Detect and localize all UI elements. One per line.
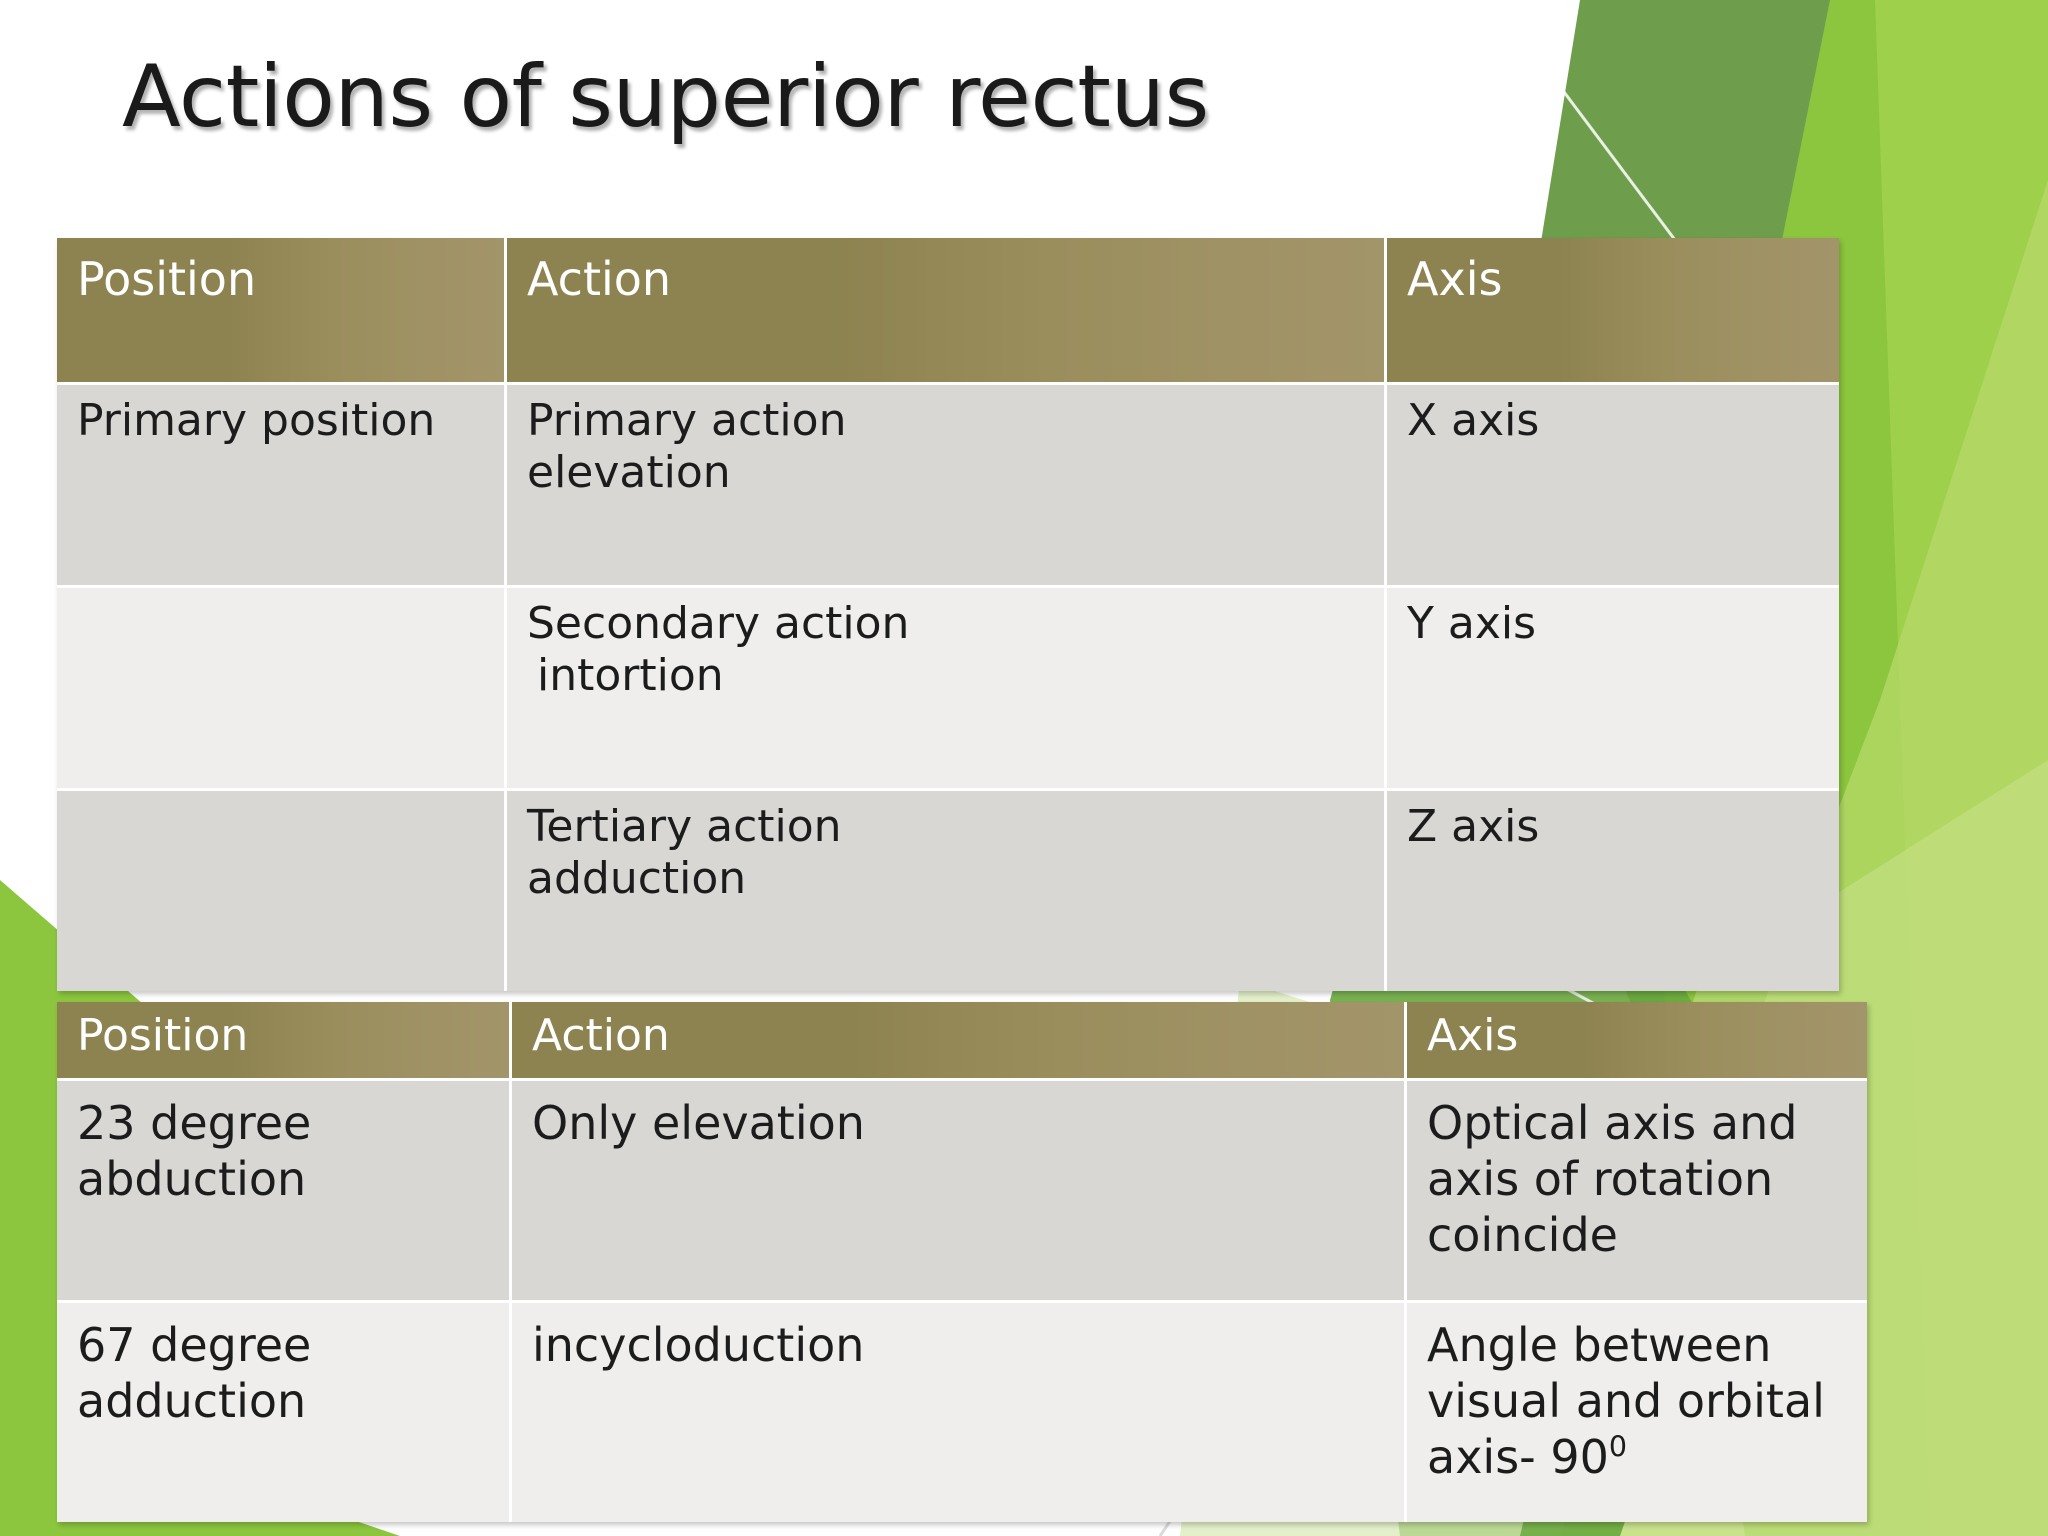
table2-axis-1-line3: coincide: [1427, 1208, 1618, 1263]
page-title: Actions of superior rectus: [122, 47, 1209, 147]
table1-action-1-line2: elevation: [527, 446, 731, 498]
table1-action-2-line1: Secondary action: [527, 598, 910, 649]
table2-position-1-line1: 23 degree: [77, 1096, 312, 1150]
table2-header-action: Action: [512, 1002, 1407, 1081]
table1-cell-action-1: Primary action elevation: [507, 385, 1387, 588]
table2-header-row: Position Action Axis: [57, 1002, 1867, 1081]
table2-header-axis: Axis: [1407, 1002, 1867, 1081]
table1-action-3-line2: adduction: [527, 852, 747, 904]
table-row: Tertiary action adduction Z axis: [57, 791, 1839, 991]
table2-cell-axis-1: Optical axis and axis of rotation coinci…: [1407, 1081, 1867, 1303]
table2-axis-1-line1: Optical axis and: [1427, 1096, 1798, 1150]
deco-hairline-top: [1493, 0, 1692, 261]
table1-cell-axis-3: Z axis: [1387, 791, 1839, 991]
table1-cell-position-3: [57, 791, 507, 991]
table1-cell-axis-2: Y axis: [1387, 588, 1839, 791]
table2-position-1-line2: abduction: [77, 1152, 307, 1207]
table1-header-row: Position Action Axis: [57, 238, 1839, 385]
table2-axis-1-line2: axis of rotation: [1427, 1152, 1774, 1207]
table2-axis-2-line1: Angle between: [1427, 1318, 1772, 1372]
table2-cell-action-1: Only elevation: [512, 1081, 1407, 1303]
table-row: 67 degree adduction incycloduction Angle…: [57, 1303, 1867, 1522]
table1-header-position: Position: [57, 238, 507, 385]
table2-axis-2-line3-text: axis- 90: [1427, 1430, 1609, 1485]
table1-header-axis: Axis: [1387, 238, 1839, 385]
table2-axis-2-line3: axis- 900: [1427, 1429, 1849, 1485]
table2-header-position: Position: [57, 1002, 512, 1081]
green-shape-bright: [1875, 0, 2048, 1536]
table1-cell-position-1: Primary position: [57, 385, 507, 588]
degree-superscript: 0: [1608, 1430, 1628, 1464]
table2-position-2-line2: adduction: [77, 1374, 307, 1429]
table-row: Primary position Primary action elevatio…: [57, 385, 1839, 588]
table1-cell-action-3: Tertiary action adduction: [507, 791, 1387, 991]
table-row: Secondary action intortion Y axis: [57, 588, 1839, 791]
table1-cell-position-2: [57, 588, 507, 791]
eye-position-actions-table: Position Action Axis 23 degree abduction…: [57, 1002, 1867, 1522]
table2-position-2-line1: 67 degree: [77, 1318, 312, 1372]
table-row: 23 degree abduction Only elevation Optic…: [57, 1081, 1867, 1303]
table2-cell-action-2: incycloduction: [512, 1303, 1407, 1522]
table1-cell-action-2: Secondary action intortion: [507, 588, 1387, 791]
table2-cell-position-1: 23 degree abduction: [57, 1081, 512, 1303]
table1-header-action: Action: [507, 238, 1387, 385]
table1-action-2-line2: intortion: [537, 649, 724, 701]
primary-position-actions-table: Position Action Axis Primary position Pr…: [57, 238, 1839, 991]
table1-cell-axis-1: X axis: [1387, 385, 1839, 588]
table1-action-1-line1: Primary action: [527, 395, 847, 446]
table2-axis-2-line2: visual and orbital: [1427, 1374, 1825, 1429]
table1-action-3-line1: Tertiary action: [527, 801, 842, 852]
table2-cell-axis-2: Angle between visual and orbital axis- 9…: [1407, 1303, 1867, 1522]
table2-cell-position-2: 67 degree adduction: [57, 1303, 512, 1522]
